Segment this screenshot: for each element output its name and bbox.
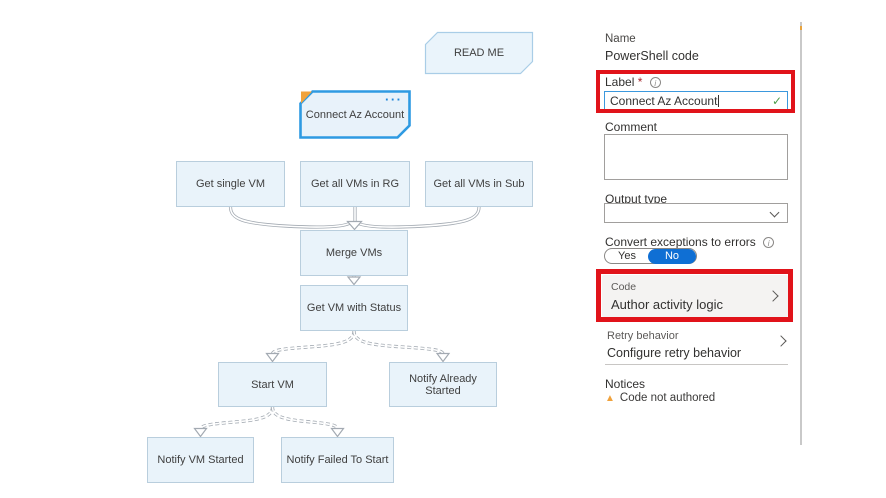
node-label: Get all VMs in RG: [310, 178, 400, 190]
node-notify-already-started[interactable]: Notify Already Started: [389, 362, 497, 407]
node-get-single-vm[interactable]: Get single VM: [176, 161, 285, 207]
toggle-option-no[interactable]: No: [648, 248, 696, 264]
label-input-value: Connect Az Account: [610, 94, 718, 108]
output-type-dropdown[interactable]: [604, 203, 788, 223]
node-label: Connect Az Account: [305, 108, 405, 121]
convert-exceptions-label: Convert exceptions to errors: [605, 235, 756, 249]
chevron-down-icon: [769, 207, 780, 218]
code-card-value: Author activity logic: [611, 297, 723, 312]
node-read-me[interactable]: READ ME: [425, 32, 533, 74]
retry-behavior-label: Retry behavior: [607, 330, 679, 342]
node-start-vm[interactable]: Start VM: [218, 362, 327, 407]
code-card-label: Code: [611, 281, 637, 293]
text-caret: [718, 95, 720, 107]
notices-label: Notices: [605, 377, 646, 391]
chevron-right-icon: [767, 290, 779, 302]
code-card[interactable]: Code Author activity logic: [602, 275, 788, 317]
name-label: Name: [605, 33, 636, 45]
node-get-all-vms-in-rg[interactable]: Get all VMs in RG: [300, 161, 410, 207]
required-asterisk: *: [637, 75, 643, 89]
label-field-caption: Label * i: [605, 75, 661, 89]
node-get-all-vms-in-sub[interactable]: Get all VMs in Sub: [425, 161, 533, 207]
notice-text: Code not authored: [619, 392, 716, 404]
flowchart-canvas: READ ME Connect Az Account ··· Get singl…: [147, 31, 534, 483]
panel-scrollbar[interactable]: [800, 22, 802, 445]
node-label: READ ME: [453, 47, 505, 59]
retry-behavior-value[interactable]: Configure retry behavior: [607, 346, 742, 360]
node-more-menu-icon[interactable]: ···: [385, 92, 403, 107]
chevron-right-icon: [775, 335, 787, 347]
name-value: PowerShell code: [605, 49, 699, 63]
label-field-label: Label: [605, 75, 635, 89]
node-label: Notify VM Started: [157, 454, 244, 466]
warning-icon: ▲: [605, 393, 615, 404]
node-get-vm-with-status[interactable]: Get VM with Status: [300, 285, 408, 331]
node-label: Get VM with Status: [306, 302, 402, 314]
node-notify-failed-to-start[interactable]: Notify Failed To Start: [281, 437, 394, 483]
output-type-label: Output type: [605, 192, 668, 206]
connector-layer: [193, 31, 534, 438]
node-label: Get all VMs in Sub: [433, 178, 525, 190]
scrollbar-marker: [800, 26, 802, 30]
node-merge-vms[interactable]: Merge VMs: [300, 230, 408, 276]
toggle-option-yes[interactable]: Yes: [618, 250, 636, 262]
convert-exceptions-caption: Convert exceptions to errors i: [605, 235, 775, 249]
label-input[interactable]: Connect Az Account ✓: [604, 91, 788, 111]
comment-label: Comment: [605, 120, 658, 134]
node-label: Notify Already Started: [409, 372, 477, 397]
node-label: Start VM: [251, 378, 294, 391]
convert-exceptions-toggle[interactable]: Yes No: [604, 248, 697, 264]
node-connect-az-account[interactable]: Connect Az Account: [300, 91, 410, 138]
notice-row: ▲ Code not authored: [605, 392, 715, 404]
node-label: Notify Failed To Start: [286, 454, 389, 466]
comment-textarea[interactable]: [604, 134, 788, 180]
divider: [605, 364, 788, 365]
node-notify-vm-started[interactable]: Notify VM Started: [147, 437, 254, 483]
valid-check-icon: ✓: [771, 94, 782, 108]
node-label: Merge VMs: [325, 247, 383, 259]
node-label: Get single VM: [195, 178, 266, 190]
info-icon[interactable]: i: [649, 77, 661, 89]
info-icon[interactable]: i: [763, 237, 775, 249]
